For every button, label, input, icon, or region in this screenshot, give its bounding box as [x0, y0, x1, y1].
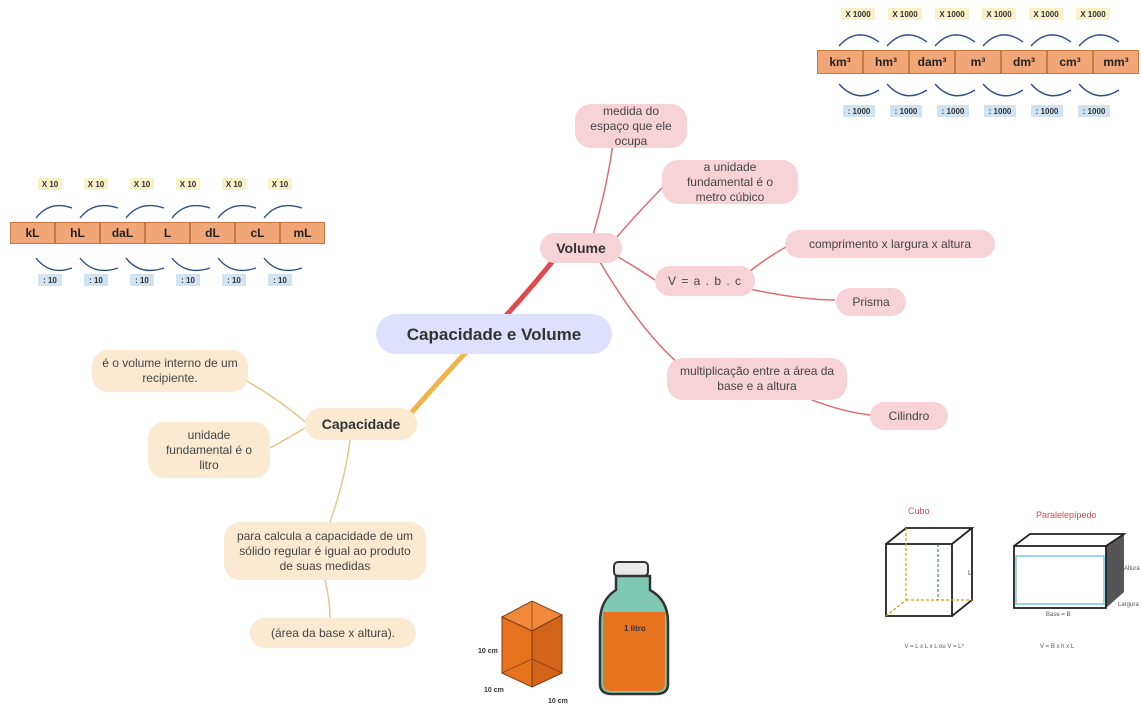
volume-definition-node[interactable]: medida do espaço que ele ocupa: [575, 104, 687, 148]
dimensions-node[interactable]: comprimento x largura x altura: [785, 230, 995, 258]
unit-cell: mm³: [1093, 50, 1139, 74]
para-altura-label: Altura: [1124, 566, 1140, 572]
orange-cube-illustration: [500, 600, 564, 688]
liter-divide-row: : 10 : 10 : 10 : 10 : 10 : 10: [38, 274, 292, 286]
divide-label: : 10: [84, 274, 108, 286]
unit-cell: hm³: [863, 50, 909, 74]
divide-label: : 1000: [984, 105, 1016, 117]
liter-arrows: [35, 204, 303, 272]
divide-label: : 1000: [1031, 105, 1063, 117]
unit-cell: dL: [190, 222, 235, 244]
prisma-node[interactable]: Prisma: [836, 288, 906, 316]
cube-dimension-label: 10 cm: [548, 698, 568, 705]
cubo-side-label: L: [968, 570, 972, 577]
cubic-conversion-scale: X 1000 X 1000 X 1000 X 1000 X 1000 X 100…: [817, 8, 1139, 122]
area-base-node[interactable]: multiplicação entre a área da base e a a…: [667, 358, 847, 400]
cubic-multiply-row: X 1000 X 1000 X 1000 X 1000 X 1000 X 100…: [841, 8, 1110, 20]
para-largura-label: Largura: [1118, 602, 1139, 608]
capacidade-formula-node[interactable]: (área da base x altura).: [250, 618, 416, 648]
multiply-label: X 10: [130, 178, 154, 190]
multiply-label: X 1000: [982, 8, 1016, 20]
cubo-diagram: [885, 527, 975, 617]
capacidade-rule-node[interactable]: para calcula a capacidade de um sólido r…: [224, 522, 426, 580]
unit-cell: daL: [100, 222, 145, 244]
multiply-label: X 1000: [1076, 8, 1110, 20]
cilindro-node[interactable]: Cilindro: [870, 402, 948, 430]
bottle-illustration: [598, 561, 670, 696]
liter-multiply-row: X 10 X 10 X 10 X 10 X 10 X 10: [38, 178, 292, 190]
unit-cell: cm³: [1047, 50, 1093, 74]
unit-cell: km³: [817, 50, 863, 74]
divide-label: : 10: [268, 274, 292, 286]
unit-cell: L: [145, 222, 190, 244]
divide-label: : 10: [38, 274, 62, 286]
divide-label: : 1000: [843, 105, 875, 117]
multiply-label: X 1000: [888, 8, 922, 20]
multiply-label: X 1000: [1029, 8, 1063, 20]
paralelepipedo-title: Paralelepípedo: [1036, 510, 1097, 520]
unit-cell: m³: [955, 50, 1001, 74]
cubo-formula: V = L x L x L ou V = L³: [904, 644, 964, 650]
multiply-label: X 10: [38, 178, 62, 190]
cubo-title: Cubo: [908, 506, 930, 516]
divide-label: : 1000: [890, 105, 922, 117]
capacidade-definition-node[interactable]: é o volume interno de um recipiente.: [92, 350, 248, 392]
cubic-units-row: km³ hm³ dam³ m³ dm³ cm³ mm³: [817, 50, 1139, 74]
unit-cell: hL: [55, 222, 100, 244]
cubic-divide-row: : 1000 : 1000 : 1000 : 1000 : 1000 : 100…: [843, 105, 1110, 117]
multiply-label: X 10: [176, 178, 200, 190]
liter-conversion-scale: X 10 X 10 X 10 X 10 X 10 X 10 kL hL daL …: [10, 178, 325, 290]
cubic-arrows: [838, 34, 1120, 97]
volume-unit-node[interactable]: a unidade fundamental é o metro cúbico: [662, 160, 798, 204]
divide-label: : 10: [130, 274, 154, 286]
para-base-label: Base = B: [1046, 612, 1071, 618]
cube-dimension-label: 10 cm: [478, 648, 498, 655]
unit-cell: dm³: [1001, 50, 1047, 74]
multiply-label: X 1000: [935, 8, 969, 20]
divide-label: : 10: [222, 274, 246, 286]
multiply-label: X 10: [84, 178, 108, 190]
capacidade-unit-node[interactable]: unidade fundamental é o litro: [148, 422, 270, 478]
divide-label: : 1000: [937, 105, 969, 117]
multiply-label: X 1000: [841, 8, 875, 20]
unit-cell: dam³: [909, 50, 955, 74]
liter-units-row: kL hL daL L dL cL mL: [10, 222, 325, 244]
unit-cell: cL: [235, 222, 280, 244]
divide-label: : 1000: [1078, 105, 1110, 117]
volume-node[interactable]: Volume: [540, 233, 622, 263]
unit-cell: mL: [280, 222, 325, 244]
bottle-label: 1 litro: [624, 624, 646, 633]
divide-label: : 10: [176, 274, 200, 286]
multiply-label: X 10: [222, 178, 246, 190]
capacidade-node[interactable]: Capacidade: [305, 408, 417, 440]
volume-formula-node[interactable]: V = a . b . c: [655, 266, 755, 296]
multiply-label: X 10: [268, 178, 292, 190]
cube-dimension-label: 10 cm: [484, 687, 504, 694]
paralelepipedo-diagram: [1013, 533, 1126, 609]
para-formula: V = B x h x L: [1040, 644, 1075, 650]
unit-cell: kL: [10, 222, 55, 244]
center-node[interactable]: Capacidade e Volume: [376, 314, 612, 354]
